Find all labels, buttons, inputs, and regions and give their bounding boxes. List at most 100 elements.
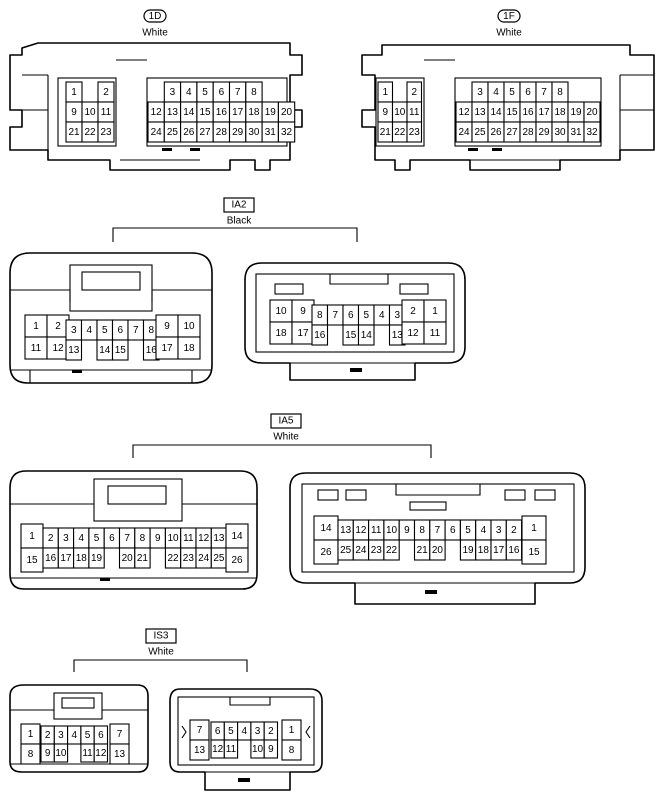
pin-label: 1: [29, 531, 35, 542]
pin-label: 11: [31, 343, 42, 354]
pin-label: 13: [392, 330, 404, 341]
pin-label: 17: [297, 328, 309, 339]
pin-label: 15: [345, 330, 357, 341]
connector-ia2-bracket: [112, 227, 358, 242]
pin-label: 24: [355, 545, 367, 556]
pin-label: 24: [458, 127, 470, 138]
pin-label: 12: [212, 744, 224, 755]
pin-label: 25: [167, 127, 179, 138]
pin-label: 27: [199, 127, 211, 138]
pin-label: 18: [275, 328, 287, 339]
pin-label: 5: [228, 726, 234, 737]
pin-label: 3: [71, 325, 77, 336]
pin-label: 13: [213, 533, 225, 544]
pin-label: 4: [379, 310, 385, 321]
connector-1f-color: White: [496, 28, 522, 39]
pin-label: 11: [371, 525, 382, 536]
pin-label: 7: [133, 325, 139, 336]
pin-label: 21: [68, 127, 80, 138]
pin-label: 31: [265, 127, 277, 138]
pin-label: 5: [465, 525, 471, 536]
pin-label: 17: [161, 343, 173, 354]
pin-label: 16: [45, 553, 57, 564]
pin-label: 15: [199, 107, 211, 118]
pin-label: 20: [586, 107, 598, 118]
pin-label: 19: [265, 107, 277, 118]
pin-label: 9: [155, 533, 161, 544]
pin-label: 11: [226, 744, 237, 755]
pin-label: 2: [268, 726, 274, 737]
pin-label: 5: [509, 87, 515, 98]
pin-label: 22: [386, 545, 398, 556]
pin-label: 7: [332, 310, 338, 321]
pin-label: 16: [216, 107, 228, 118]
pin-label: 1: [531, 523, 537, 534]
connector-is3-id: IS3: [153, 631, 168, 642]
pin-label: 4: [78, 533, 84, 544]
pin-label: 10: [55, 748, 67, 759]
pin-label: 5: [363, 310, 369, 321]
pin-label: 22: [167, 553, 179, 564]
pin-label: 3: [394, 310, 400, 321]
pin-label: 11: [101, 107, 112, 118]
pin-label: 20: [122, 553, 134, 564]
pin-label: 5: [202, 87, 208, 98]
pin-label: 13: [340, 525, 352, 536]
pin-label: 17: [232, 107, 244, 118]
pin-label: 14: [231, 531, 243, 542]
pin-label: 3: [255, 726, 261, 737]
pin-label: 7: [117, 729, 123, 740]
pin-label: 15: [26, 555, 38, 566]
pin-label: 7: [197, 725, 203, 736]
pin-label: 12: [355, 525, 367, 536]
pin-label: 12: [151, 107, 163, 118]
pin-label: 9: [71, 107, 77, 118]
pin-label: 28: [216, 127, 228, 138]
pin-label: 18: [183, 343, 195, 354]
pin-label: 9: [45, 748, 51, 759]
pin-label: 10: [386, 525, 398, 536]
pin-label: 4: [86, 325, 92, 336]
pin-label: 18: [478, 545, 490, 556]
pin-label: 25: [340, 545, 352, 556]
pin-label: 13: [114, 749, 126, 760]
pin-label: 6: [348, 310, 354, 321]
pin-label: 10: [84, 107, 96, 118]
pin-label: 18: [554, 107, 566, 118]
pin-label: 13: [167, 107, 179, 118]
pin-label: 20: [281, 107, 293, 118]
pin-label: 23: [409, 127, 421, 138]
pin-label: 19: [570, 107, 582, 118]
pin-label: 2: [45, 730, 51, 741]
connector-ia2-tag: [223, 197, 255, 213]
pin-label: 23: [100, 127, 112, 138]
pin-label: 14: [361, 330, 373, 341]
pin-label: 24: [198, 553, 210, 564]
pin-label: 16: [508, 545, 520, 556]
connector-1d-id: 1D: [149, 11, 162, 22]
pin-label: 6: [525, 87, 531, 98]
pin-label: 25: [213, 553, 225, 564]
pin-label: 9: [268, 744, 274, 755]
pin-label: 13: [474, 107, 486, 118]
pin-label: 8: [28, 749, 34, 760]
pin-label: 15: [115, 345, 127, 356]
pin-label: 12: [407, 328, 419, 339]
connector-ia5-id: IA5: [278, 416, 293, 427]
pin-label: 19: [462, 545, 474, 556]
pin-label: 8: [557, 87, 563, 98]
pin-label: 8: [419, 525, 425, 536]
connector-1f-id: 1F: [503, 11, 515, 22]
